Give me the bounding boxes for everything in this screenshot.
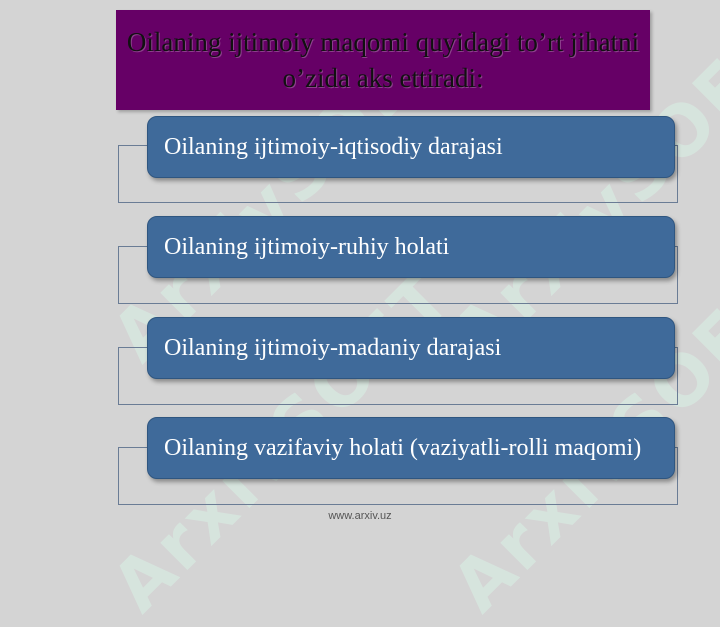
- list-item: Oilaning ijtimoiy-ruhiy holati: [147, 216, 675, 278]
- list-item: Oilaning ijtimoiy-iqtisodiy darajasi: [147, 116, 675, 178]
- list-item-label: Oilaning ijtimoiy-iqtisodiy darajasi: [164, 134, 503, 160]
- list-item-label: Oilaning ijtimoiy-ruhiy holati: [164, 234, 450, 260]
- slide-title-box: Oilaning ijtimoiy maqomi quyidagi to’rt …: [116, 10, 650, 110]
- list-item: Oilaning vazifaviy holati (vaziyatli-rol…: [147, 417, 675, 479]
- footer-url: www.arxiv.uz: [328, 510, 392, 522]
- list-item: Oilaning ijtimoiy-madaniy darajasi: [147, 317, 675, 379]
- list-item-label: Oilaning vazifaviy holati (vaziyatli-rol…: [164, 435, 642, 461]
- slide-title: Oilaning ijtimoiy maqomi quyidagi to’rt …: [126, 27, 640, 93]
- list-item-label: Oilaning ijtimoiy-madaniy darajasi: [164, 335, 502, 361]
